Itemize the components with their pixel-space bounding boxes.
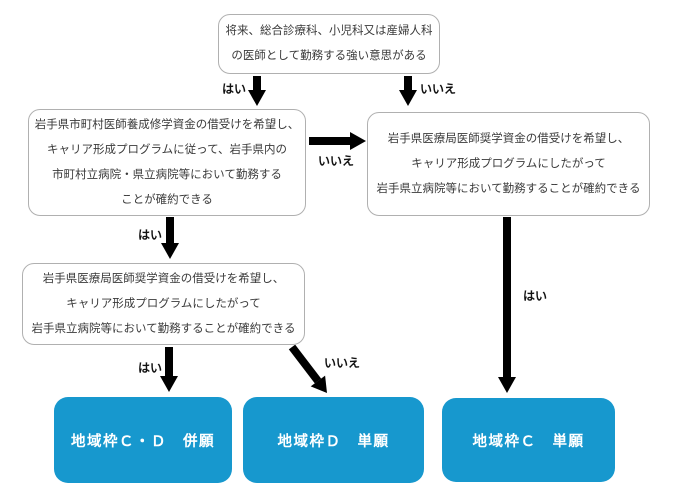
node-result-c: 地域枠Ｃ 単願: [442, 398, 615, 482]
result-label: 地域枠Ｃ・Ｄ 併願: [71, 433, 215, 450]
edge-label-left-yes: はい: [137, 228, 162, 242]
node-text-line: キャリア形成プログラムにしたがって: [66, 297, 261, 310]
arrow-top-yes: [248, 76, 266, 106]
arrow-top-no: [399, 76, 417, 106]
edge-label-middle-no: いいえ: [324, 356, 361, 370]
arrow-left-yes: [161, 217, 179, 259]
node-text-line: ことが確約できる: [121, 193, 213, 206]
arrow-right-yes: [498, 217, 516, 393]
result-label: 地域枠Ｃ 単願: [472, 433, 585, 450]
node-text-line: 岩手県立病院等において勤務することが確約できる: [31, 322, 296, 335]
node-text-line: キャリア形成プログラムにしたがって: [411, 157, 606, 170]
edge-label-top-no: いいえ: [420, 82, 457, 96]
edge-label-middle-yes: はい: [137, 361, 162, 375]
edge-label-top-yes: はい: [221, 82, 246, 96]
node-result-d: 地域枠Ｄ 単願: [243, 397, 424, 483]
node-right-question: 岩手県医療局医師奨学資金の借受けを希望し、 キャリア形成プログラムにしたがって …: [367, 112, 650, 216]
node-text-line: 岩手県医療局医師奨学資金の借受けを希望し、: [42, 272, 285, 285]
node-left-question: 岩手県市町村医師養成修学資金の借受けを希望し、 キャリア形成プログラムに従って、…: [28, 109, 306, 216]
node-text-line: 岩手県医療局医師奨学資金の借受けを希望し、: [387, 132, 630, 145]
node-text-line: キャリア形成プログラムに従って、岩手県内の: [46, 143, 287, 156]
node-text-line: 岩手県立病院等において勤務することが確約できる: [376, 182, 641, 195]
node-text-line: 岩手県市町村医師養成修学資金の借受けを希望し、: [34, 118, 300, 131]
edge-label-right-yes: はい: [523, 289, 548, 303]
arrow-left-no: [309, 132, 366, 150]
node-text-line: の医師として勤務する強い意思がある: [231, 50, 427, 62]
edge-label-left-no: いいえ: [317, 154, 354, 168]
node-middle-question: 岩手県医療局医師奨学資金の借受けを希望し、 キャリア形成プログラムにしたがって …: [22, 263, 305, 345]
arrow-middle-yes: [160, 347, 178, 392]
node-text-line: 市町村立病院・県立病院等において勤務する: [52, 168, 282, 181]
arrow-middle-no: [288, 344, 327, 393]
node-text-line: 将来、総合診療科、小児科又は産婦人科: [225, 25, 433, 37]
node-result-cd: 地域枠Ｃ・Ｄ 併願: [54, 397, 232, 483]
node-top-question: 将来、総合診療科、小児科又は産婦人科 の医師として勤務する強い意思がある: [218, 14, 440, 74]
result-label: 地域枠Ｄ 単願: [277, 433, 390, 450]
